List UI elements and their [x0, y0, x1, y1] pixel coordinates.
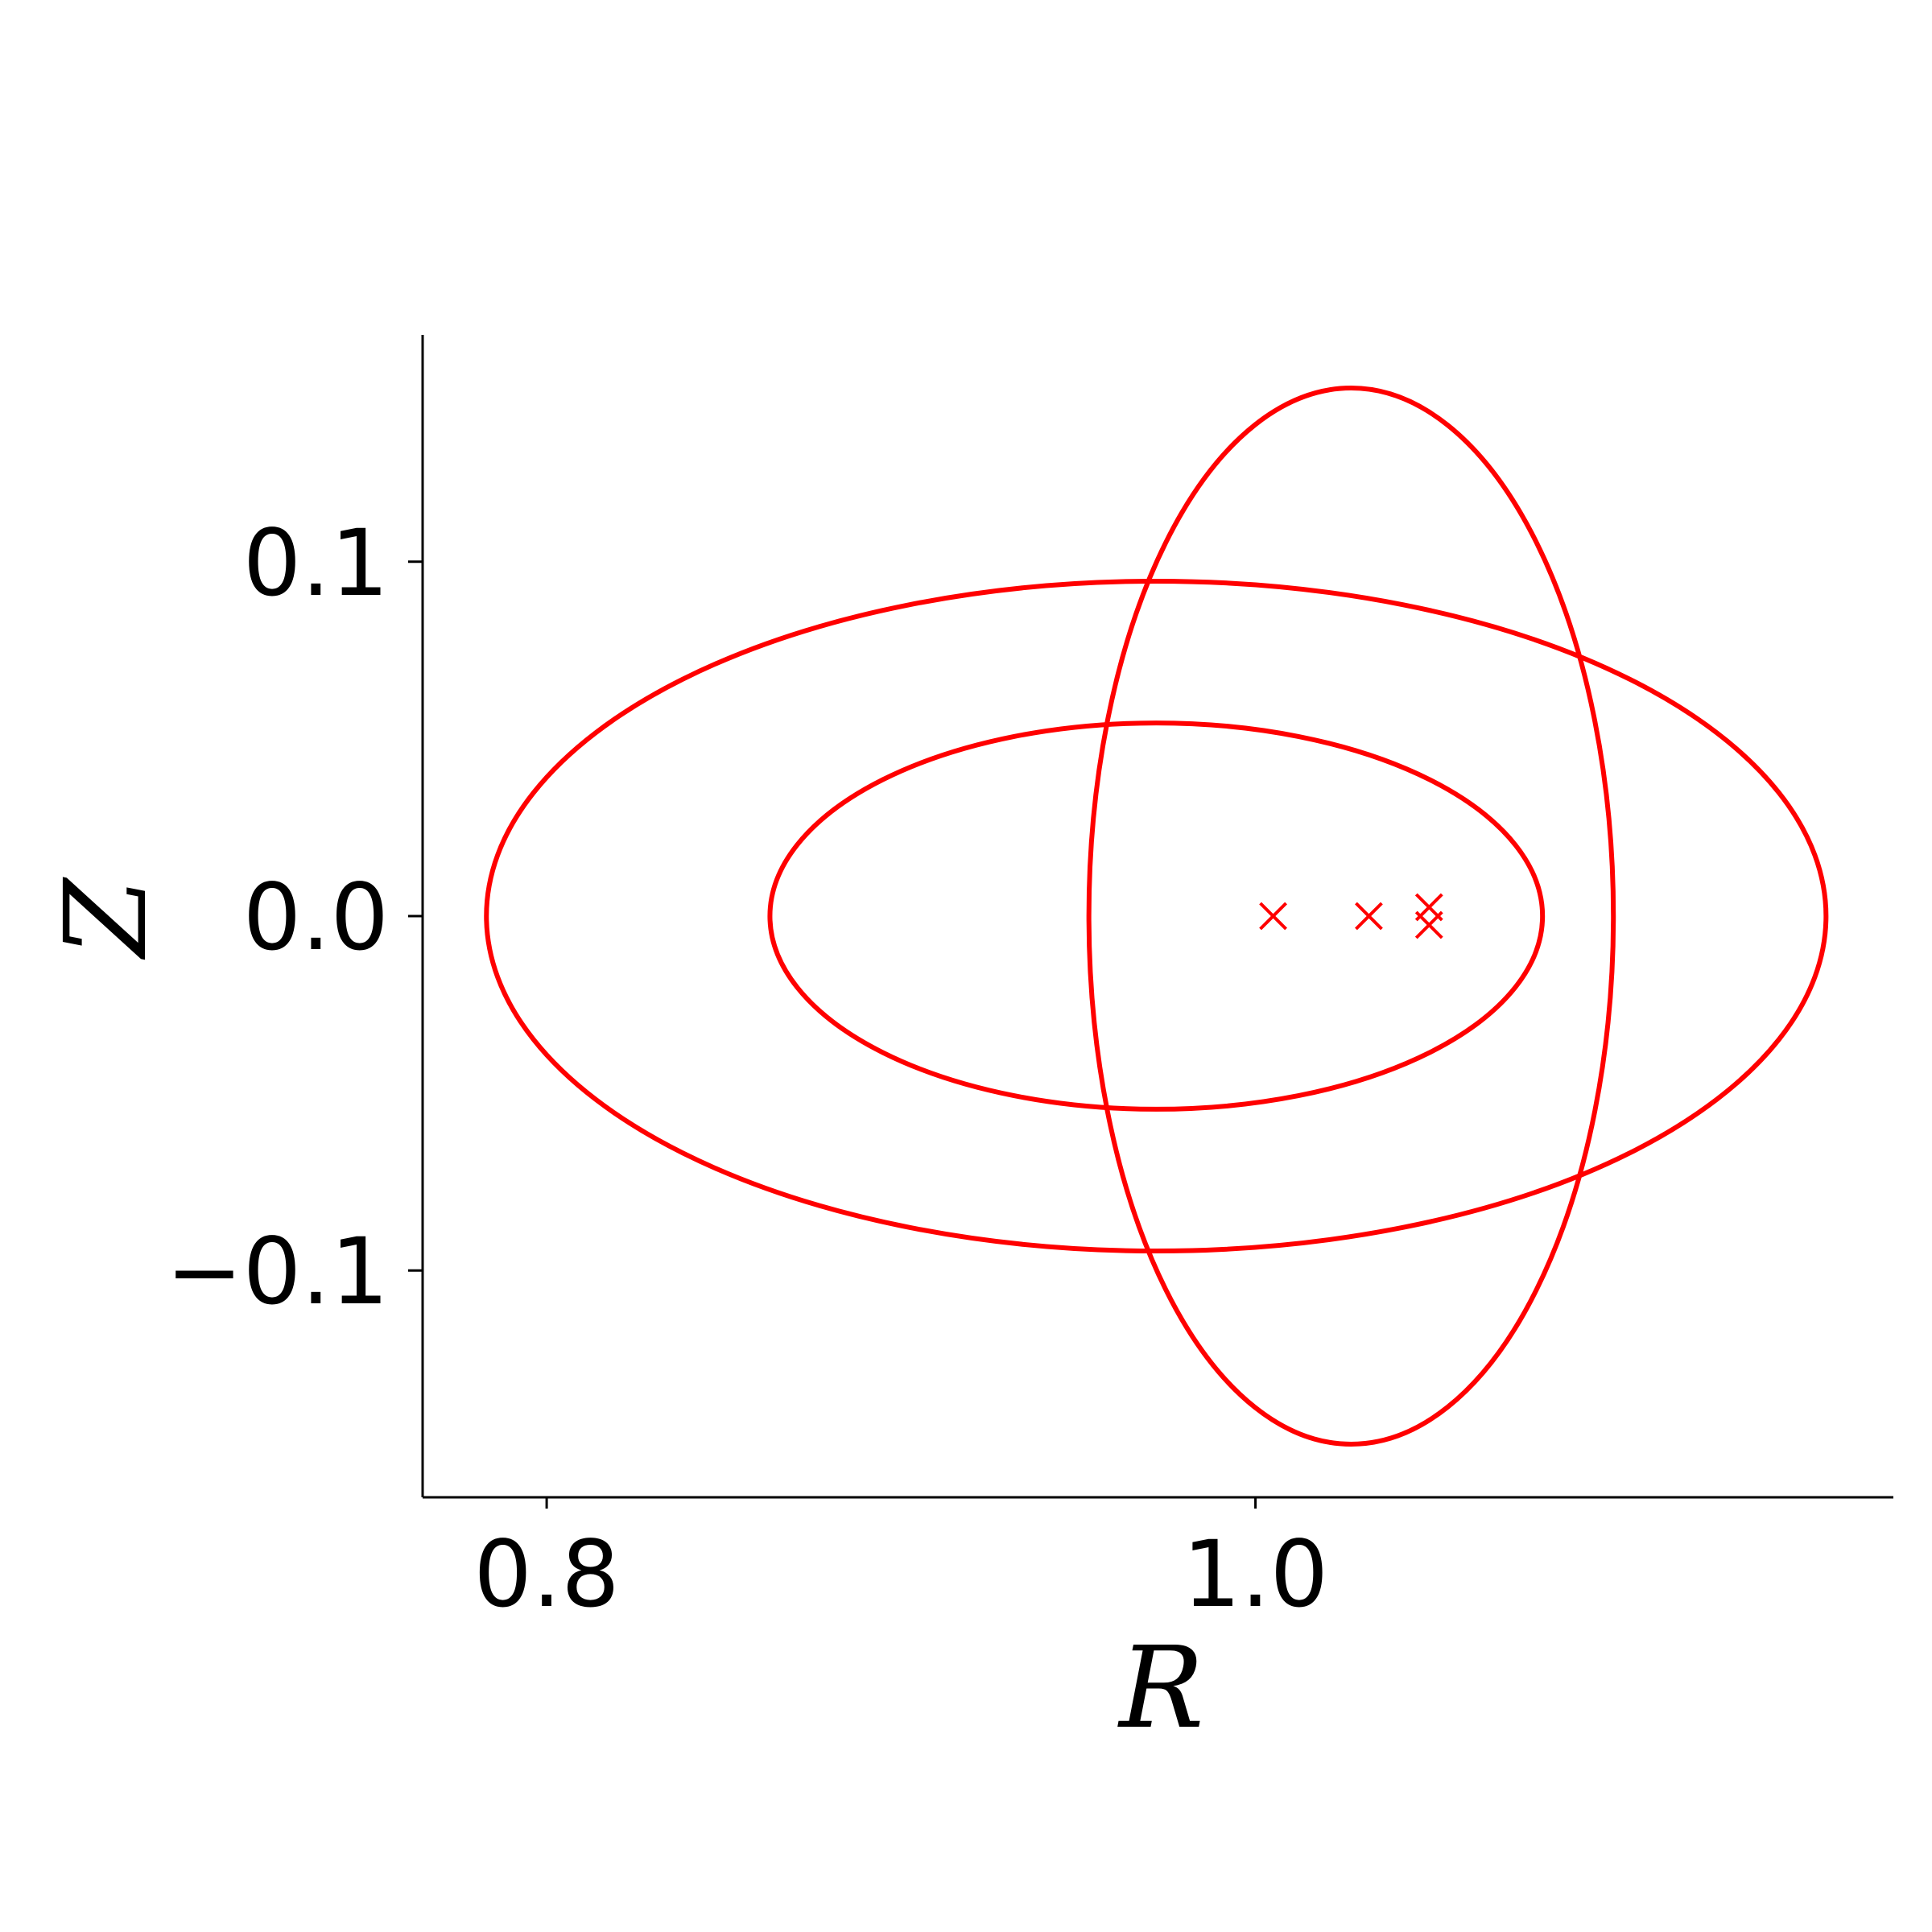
x-axis-label: R — [1117, 1623, 1203, 1754]
x-tick-label-1: 0.8 — [473, 1521, 619, 1628]
x-ticks: 0.8 1.0 — [473, 1497, 1328, 1628]
ellipse-curve-2 — [484, 578, 1829, 1254]
y-axis-label: Z — [41, 877, 172, 960]
x-marker-1 — [1259, 902, 1287, 931]
x-tick-label-2: 1.0 — [1183, 1521, 1328, 1628]
y-tick-label-3: −0.1 — [166, 1218, 389, 1325]
y-tick-label-1: 0.1 — [243, 510, 389, 617]
x-marker-4 — [1414, 910, 1443, 939]
curves-layer — [484, 386, 1829, 1447]
y-tick-label-2: 0.0 — [243, 864, 389, 971]
markers-layer — [1259, 893, 1443, 939]
x-marker-2 — [1355, 902, 1383, 931]
ellipse-curve-1 — [767, 720, 1546, 1112]
ellipse-curve-3 — [1086, 386, 1616, 1447]
y-ticks: 0.1 0.0 −0.1 — [166, 510, 423, 1325]
